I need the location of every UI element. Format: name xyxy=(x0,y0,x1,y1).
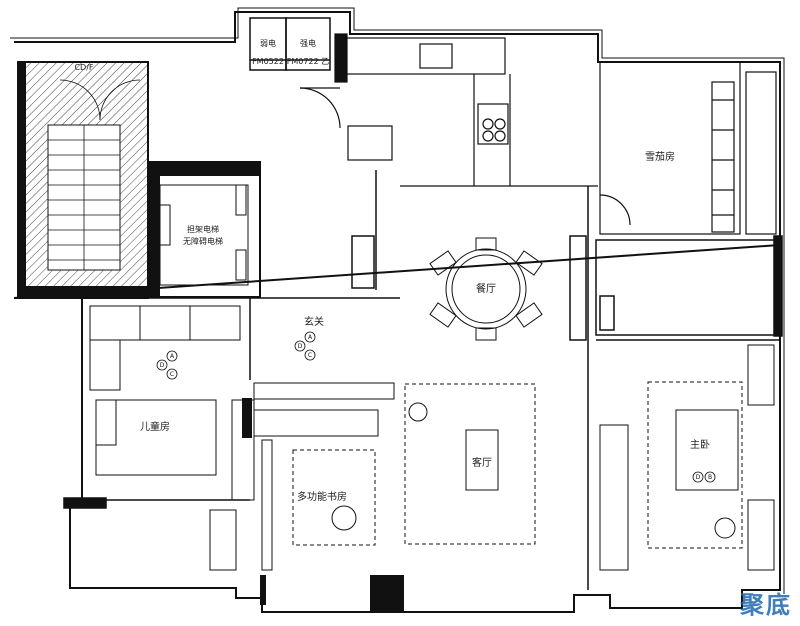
marker-c-children: C xyxy=(170,371,174,378)
wall-accents xyxy=(242,398,404,612)
marker-a-children: A xyxy=(170,353,175,360)
watermark: 聚底 xyxy=(740,591,792,619)
utility-rooms xyxy=(249,17,331,71)
foyer-label: 玄关 xyxy=(304,315,324,328)
cigar-room xyxy=(599,61,777,235)
children-room-furniture xyxy=(89,305,241,571)
stair-label: CD/F xyxy=(74,63,93,72)
master-bedroom-label: 主卧 xyxy=(690,438,710,451)
interior-walls xyxy=(63,170,780,590)
marker-d-children: D xyxy=(160,362,165,369)
marker-b-master: B xyxy=(708,474,712,481)
living-room-label: 客厅 xyxy=(472,456,492,469)
fm-code-1: FM0522 xyxy=(252,57,284,66)
marker-d-master: D xyxy=(696,474,701,481)
elevator-label-1: 担架电梯 xyxy=(187,224,219,234)
dining-label: 餐厅 xyxy=(476,282,496,295)
study-label: 多功能书房 xyxy=(297,490,347,503)
elevator xyxy=(149,161,261,298)
master-bedroom-furniture xyxy=(599,344,775,571)
marker-a-foyer: A xyxy=(308,334,313,341)
marker-d-foyer: D xyxy=(298,343,303,350)
stairwell xyxy=(17,61,149,299)
elevator-label-2: 无障碍电梯 xyxy=(183,236,223,246)
right-middle-room xyxy=(569,235,783,341)
fm-code-2: FM0722 乙 xyxy=(287,57,329,66)
living-room-furniture xyxy=(253,382,536,545)
children-room-label: 儿童房 xyxy=(140,420,170,433)
section-markers xyxy=(156,331,716,483)
study-furniture xyxy=(231,399,376,571)
cigar-room-label: 雪茄房 xyxy=(645,150,675,163)
dining-table xyxy=(429,237,543,341)
marker-c-foyer: C xyxy=(308,352,312,359)
strong-power-label: 强电 xyxy=(300,38,316,48)
weak-power-label: 弱电 xyxy=(260,38,276,48)
kitchen xyxy=(299,33,598,187)
